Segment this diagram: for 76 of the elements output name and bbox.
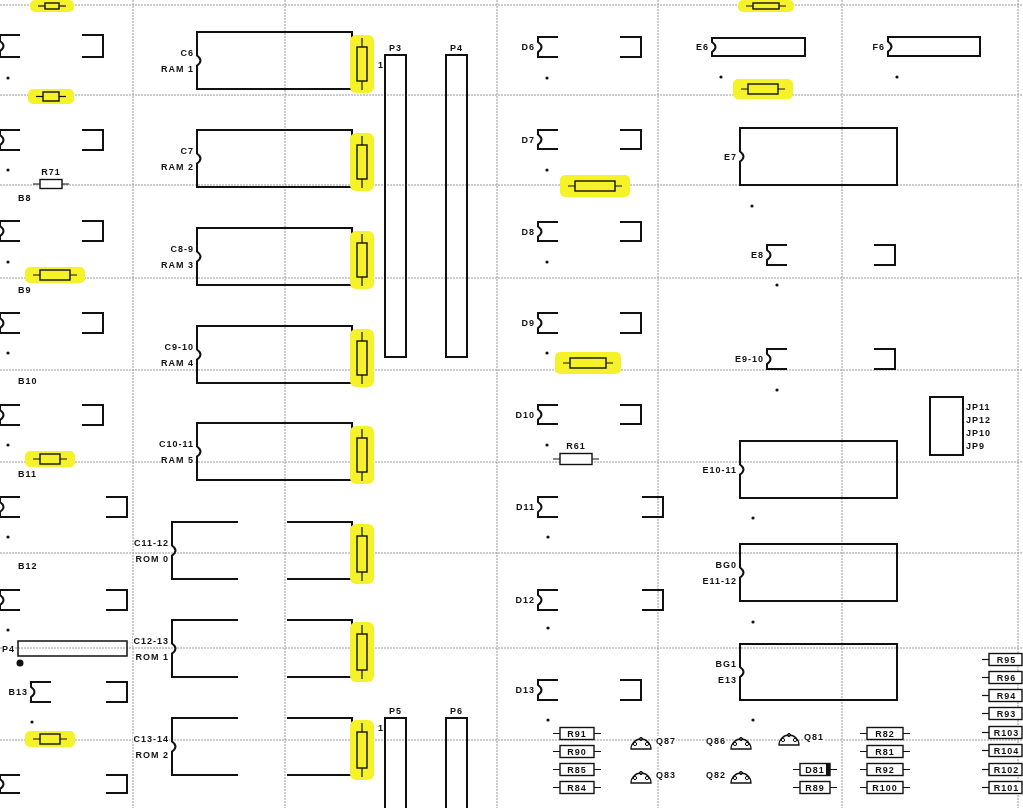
part-label: D10 (515, 409, 535, 420)
part-label: R95 (996, 654, 1017, 665)
part-label: E11-12 (702, 575, 737, 586)
part-label: C6 (180, 47, 194, 58)
part-label: P3 (389, 43, 402, 53)
part-label: R71 (41, 167, 61, 177)
part-label: C7 (180, 145, 194, 156)
part-label: Q81 (804, 732, 824, 742)
part-label: BG1 (715, 659, 737, 669)
part-label: D6 (521, 42, 535, 52)
part-label: R90 (567, 746, 587, 757)
grid-reference-label: B9 (18, 285, 32, 295)
part-label: JP12 (966, 414, 992, 425)
part-label: R96 (996, 672, 1017, 683)
part-label: C13-14 (133, 733, 169, 744)
part-label: E13 (718, 675, 737, 685)
part-label: R82 (875, 728, 895, 739)
part-label: D81 (805, 764, 825, 775)
pin-number: 1 (378, 723, 384, 733)
part-label: D7 (521, 134, 535, 145)
grid-reference-label: B8 (18, 193, 32, 203)
part-label: R84 (567, 782, 587, 793)
part-label: R103 (993, 727, 1020, 738)
part-label: R104 (993, 745, 1020, 756)
part-label: D11 (516, 502, 535, 512)
part-label: RAM 4 (161, 357, 194, 368)
part-label: E10-11 (702, 464, 737, 475)
part-label: D9 (521, 318, 535, 328)
part-label: C8-9 (170, 243, 194, 254)
part-label: P4 (2, 643, 15, 654)
part-label: D13 (515, 685, 535, 695)
part-label: R91 (567, 728, 587, 739)
grid-reference-label: B12 (18, 561, 38, 571)
part-label: F6 (872, 41, 885, 52)
part-label: Q83 (656, 770, 676, 780)
part-label: C10-11 (158, 438, 194, 449)
part-label: R100 (872, 782, 898, 793)
grid-reference-label: B11 (18, 469, 37, 479)
part-label: P5 (389, 706, 402, 716)
part-label: Q86 (706, 736, 726, 746)
part-label: C9-10 (164, 341, 194, 352)
part-label: B13 (8, 687, 28, 697)
part-label: R93 (996, 708, 1017, 719)
part-label: BG0 (715, 559, 737, 570)
part-label: Q87 (656, 736, 676, 746)
part-label: R94 (996, 690, 1017, 701)
part-label: JP9 (966, 440, 985, 451)
part-label: E6 (696, 42, 709, 52)
pin-number: 1 (378, 60, 384, 70)
grid-reference-label: B10 (18, 376, 38, 386)
part-label: D12 (515, 595, 535, 605)
part-label: E8 (751, 250, 764, 260)
part-label: ROM 0 (135, 553, 169, 564)
part-label: P6 (450, 706, 463, 716)
part-label: C12-13 (133, 635, 169, 646)
part-label: D8 (521, 226, 535, 237)
part-label: R92 (875, 764, 895, 775)
part-label: E9-10 (734, 354, 764, 364)
part-label: Q82 (706, 770, 726, 780)
part-label: RAM 3 (161, 259, 194, 270)
part-label: R101 (993, 782, 1020, 793)
part-label: ROM 1 (135, 651, 169, 662)
part-label: ROM 2 (135, 749, 169, 760)
part-label: JP11 (966, 401, 991, 412)
part-label: P4 (450, 43, 463, 53)
part-label: JP10 (966, 427, 992, 438)
part-label: RAM 1 (161, 63, 194, 74)
part-label: R102 (993, 764, 1020, 775)
part-label: R61 (566, 441, 586, 451)
part-label: RAM 2 (161, 161, 194, 172)
part-label: E7 (724, 151, 737, 162)
part-label: C11-12 (133, 537, 169, 548)
part-label: R85 (567, 764, 587, 775)
part-label: RAM 5 (161, 454, 194, 465)
part-label: R81 (875, 746, 895, 757)
part-label: R89 (805, 782, 825, 793)
